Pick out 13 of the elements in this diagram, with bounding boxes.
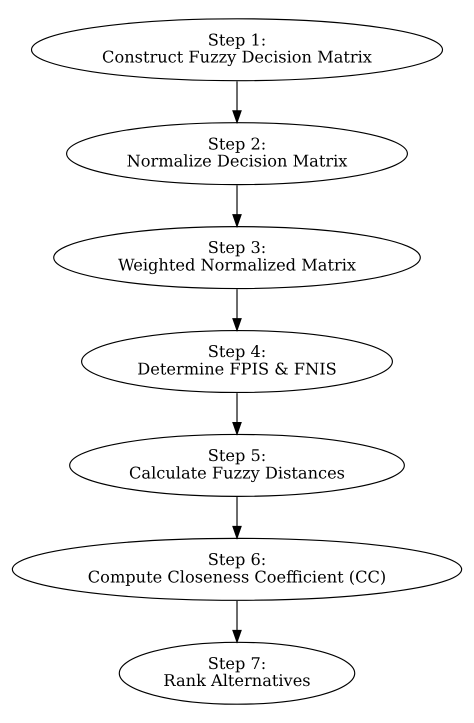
node-ellipse: Step 4: Determine FPIS & FNIS — [81, 330, 393, 394]
node-ellipse: Step 2: Normalize Decision Matrix — [66, 122, 408, 186]
arrow — [232, 600, 242, 644]
arrow — [232, 81, 242, 124]
arrow — [232, 497, 242, 540]
node-ellipse: Step 7: Rank Alternatives — [118, 642, 356, 705]
arrow — [232, 289, 242, 332]
node-ellipse: Step 3: Weighted Normalized Matrix — [53, 226, 421, 290]
node-ellipse: Step 1: Construct Fuzzy Decision Matrix — [30, 18, 444, 82]
node-ellipse: Step 5: Calculate Fuzzy Distances — [69, 434, 405, 497]
arrow — [232, 185, 242, 228]
arrow — [232, 393, 242, 436]
node-ellipse: Step 6: Compute Closeness Coefficient (CC) — [12, 538, 462, 601]
